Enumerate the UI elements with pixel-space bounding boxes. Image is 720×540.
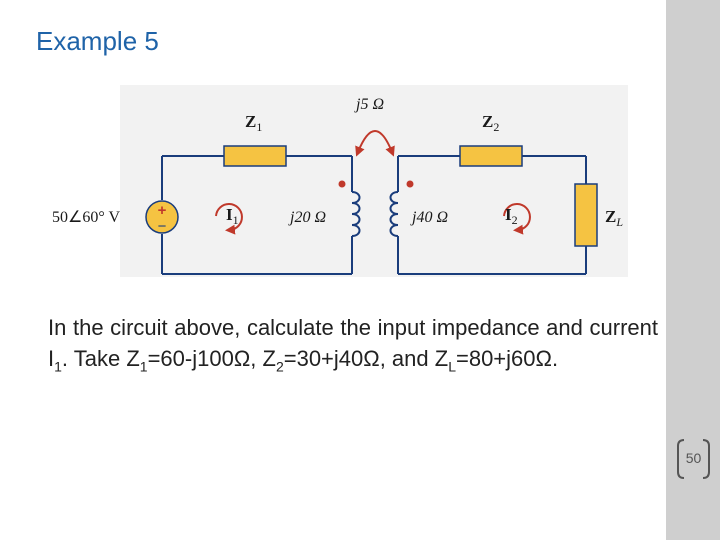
circuit-diagram: + − 50∠60° V Z1 Z2 ZL I1 I2 j5 Ω j20 Ω j…: [52, 85, 628, 277]
z1-impedance-box: [223, 145, 287, 167]
z2-label: Z2: [482, 112, 499, 134]
i2-current-arrow-icon: [503, 203, 531, 235]
voltage-source-icon: [145, 200, 179, 234]
source-minus: −: [158, 218, 167, 235]
primary-inductance-label: j20 Ω: [288, 209, 326, 226]
slide-title: Example 5: [36, 26, 159, 56]
right-sidebar-band: [666, 0, 720, 540]
mutual-inductance-arrow-icon: [355, 130, 395, 157]
i2-label: I2: [505, 205, 518, 227]
secondary-coil-icon: [389, 191, 399, 237]
zl-label: ZL: [605, 207, 623, 229]
problem-statement: In the circuit above, calculate the inpu…: [48, 315, 658, 375]
secondary-dot-marker: [406, 180, 414, 188]
z1-label: Z1: [245, 112, 262, 134]
source-label: 50∠60° V: [52, 209, 120, 226]
i1-current-arrow-icon: [215, 203, 243, 235]
primary-coil-icon: [351, 191, 361, 237]
z2-impedance-box: [459, 145, 523, 167]
source-plus: +: [158, 202, 167, 219]
zl-impedance-box: [574, 183, 598, 247]
page-number-bracket-icon: [677, 439, 710, 479]
right-loop-wires: [397, 155, 587, 275]
left-loop-wires: [161, 155, 353, 275]
page-number: 50: [685, 450, 702, 466]
circuit-background: [120, 85, 628, 277]
mutual-inductance-label: j5 Ω: [354, 96, 384, 113]
i1-label: I1: [226, 205, 239, 227]
secondary-inductance-label: j40 Ω: [410, 209, 448, 226]
primary-dot-marker: [338, 180, 346, 188]
